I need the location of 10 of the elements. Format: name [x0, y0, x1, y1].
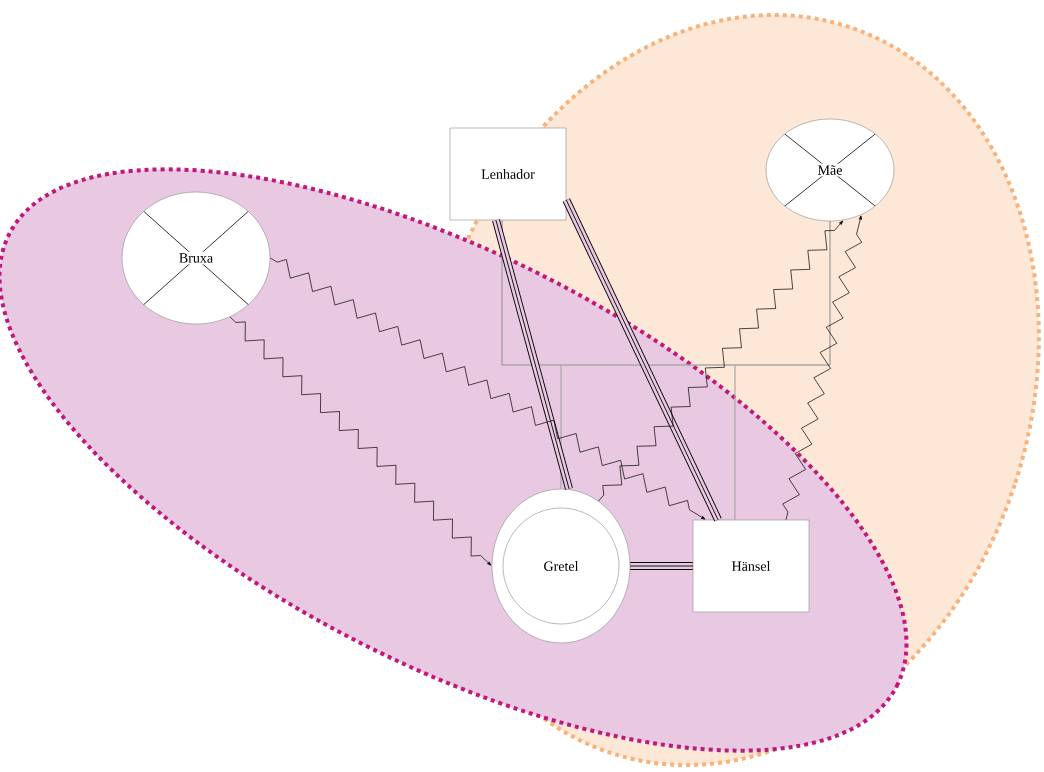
triple-line	[562, 198, 722, 522]
male-box: Lenhador	[449, 127, 567, 221]
zigzag-arrow	[782, 215, 863, 521]
triple-line	[629, 562, 694, 570]
relationship-line	[734, 220, 831, 521]
male-box: Hänsel	[692, 519, 810, 613]
zigzag-arrow	[229, 316, 492, 566]
zigzag-arrow	[269, 257, 706, 520]
zigzag-arrow	[598, 220, 844, 502]
triple-line	[492, 219, 573, 490]
